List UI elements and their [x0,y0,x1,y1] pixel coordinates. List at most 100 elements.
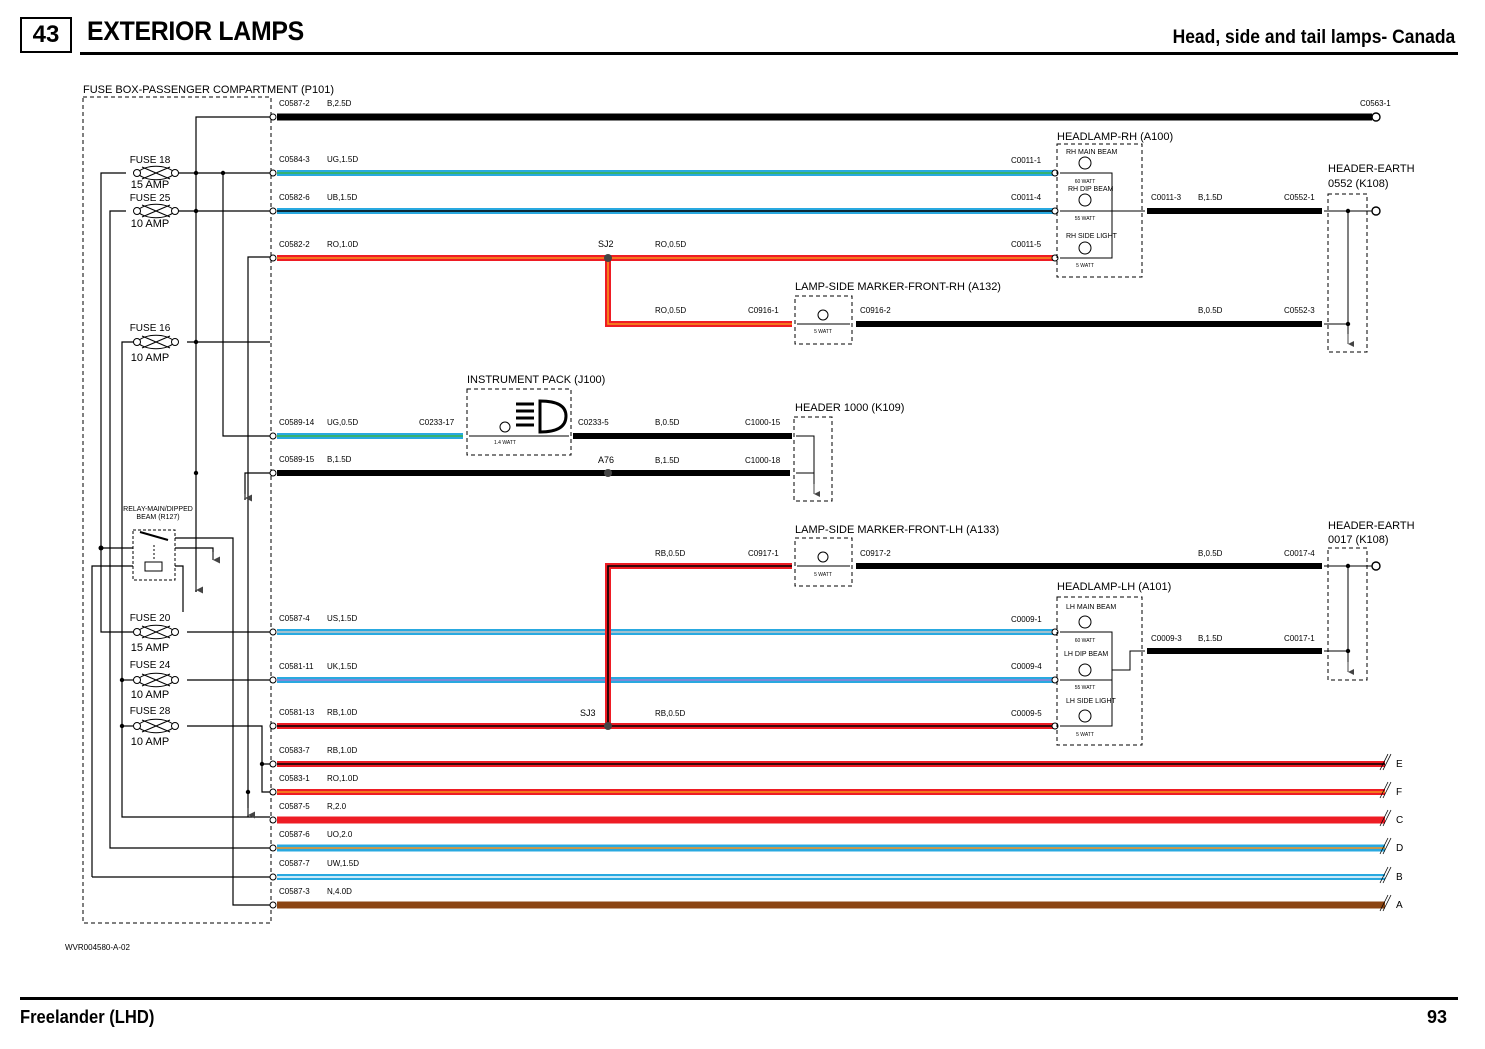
wire-spec-label: B,1.5D [327,455,352,464]
conn-c0233-17: C0233-17 [419,418,455,427]
splice-a76 [604,469,612,477]
wire-connector-label: C0589-14 [279,418,315,427]
fuse-box-label: FUSE BOX-PASSENGER COMPARTMENT (P101) [83,84,334,96]
wire-destination-label: F [1396,787,1402,798]
wire-c0587-5: C0587-5 R,2.0C [269,802,1403,827]
marker-lh-watt: 5 WATT [814,572,832,578]
section-number: 43 [20,17,72,53]
earth-0017-label-a: HEADER-EARTH [1328,520,1415,532]
wire-c0587-4: C0587-4 US,1.5D [269,614,1059,636]
header-1000: HEADER 1000 (K109) [793,402,904,502]
rh-main-watt: 60 WATT [1075,179,1096,185]
wire-spec-label: US,1.5D [327,614,357,623]
wire-c0589-14: C0589-14 UG,0.5D [269,418,463,440]
wire-label-b15-a76: B,1.5D [655,456,680,465]
conn-c0011-3: C0011-3 [1151,193,1182,202]
fuse-6: FUSE 28 10 AMP [130,706,179,748]
fuse-rating: 10 AMP [131,736,170,748]
page-number: 93 [1426,1007,1447,1027]
fuse-name: FUSE 18 [130,155,171,166]
fuse-1: FUSE 18 15 AMP [130,155,179,191]
fuse-rating: 10 AMP [131,689,170,701]
fuse-rating: 15 AMP [131,642,170,654]
wire-connector-label: C0587-5 [279,802,310,811]
conn-c0011-1: C0011-1 [1011,156,1042,165]
instrument-watt: 1.4 WATT [494,440,516,446]
splice-label-sj3: SJ3 [580,708,596,718]
lh-side-light-label: LH SIDE LIGHT [1066,698,1117,705]
wire-label-ro05-sj2: RO,0.5D [655,240,686,249]
wire-spec-label: UG,0.5D [327,418,358,427]
side-marker-rh: LAMP-SIDE MARKER-FRONT-RH (A132) 5 WATT [794,281,1001,345]
fuse-rating: 15 AMP [131,179,170,191]
wire-spec-label: UO,2.0 [327,830,353,839]
conn-c0917-1: C0917-1 [748,549,779,558]
wire-label-b15-lh-earth: B,1.5D [1198,634,1223,643]
wire-connector-label: C0581-11 [279,662,314,671]
wire-label-b15-rh-earth: B,1.5D [1198,193,1223,202]
wire-connector-label: C0583-7 [279,746,310,755]
wire-connector-label: C0589-15 [279,455,315,464]
fuse-name: FUSE 25 [130,193,171,204]
fuse-box-internal-wiring [91,116,270,906]
wire-connector-label: C0583-1 [279,774,310,783]
wire-spec-label: RO,1.0D [327,240,358,249]
relay-main-dipped-beam: RELAY-MAIN/DIPPED BEAM (R127) [123,506,193,581]
relay-label-a: RELAY-MAIN/DIPPED [123,506,193,513]
routed-wire-labels: RO,0.5D RO,0.5D B,0.5D B,0.5D B,1.5D B,1… [655,193,1223,718]
marker-lh-label: LAMP-SIDE MARKER-FRONT-LH (A133) [795,524,999,536]
header-1000-label: HEADER 1000 (K109) [795,402,904,414]
conn-c0917-2: C0917-2 [860,549,891,558]
rh-side-light-label: RH SIDE LIGHT [1066,233,1118,240]
wire-label-b05-rh-marker: B,0.5D [1198,306,1223,315]
conn-c0011-4: C0011-4 [1011,193,1042,202]
wire-label-b05-lh-marker: B,0.5D [1198,549,1223,558]
footer-rule [20,997,1458,1000]
wire-label-ro05-marker: RO,0.5D [655,306,686,315]
wire-spec-label: UG,1.5D [327,155,358,164]
fuse-box-outline [82,96,272,924]
earth-terminal-c0563 [1371,112,1381,122]
conn-c0009-4: C0009-4 [1011,662,1042,671]
wire-destination-label: C [1396,815,1403,826]
conn-c0916-1: C0916-1 [748,306,779,315]
wire-label-b05-instrument: B,0.5D [655,418,680,427]
splice-label-a76: A76 [598,455,614,465]
conn-c1000-15: C1000-15 [745,418,781,427]
splice-sj2 [604,254,612,262]
routed-wiring [573,208,1322,726]
page-subtitle: Head, side and tail lamps- Canada [1172,27,1455,48]
marker-rh-label: LAMP-SIDE MARKER-FRONT-RH (A132) [795,281,1001,293]
wire-spec-label: N,4.0D [327,887,352,896]
conn-c0916-2: C0916-2 [860,306,891,315]
header-earth-0552: HEADER-EARTH 0552 (K108) [1324,163,1415,353]
header-earth-0017: HEADER-EARTH 0017 (K108) [1324,520,1415,681]
wire-connector-label: C0587-7 [279,859,310,868]
lh-dip-watt: 55 WATT [1075,685,1096,691]
fuse-name: FUSE 20 [130,613,171,624]
drawing-code: WVR004580-A-02 [65,943,130,952]
lh-main-watt: 60 WATT [1075,638,1096,644]
conn-c0011-5: C0011-5 [1011,240,1042,249]
header-rule [80,52,1458,55]
side-marker-lh: LAMP-SIDE MARKER-FRONT-LH (A133) 5 WATT [794,524,999,587]
wire-label-rb05-marker: RB,0.5D [655,549,685,558]
fuse-4: FUSE 20 15 AMP [130,613,179,654]
wire-spec-label: R,2.0 [327,802,347,811]
wire-spec-label: UB,1.5D [327,193,357,202]
wire-connector-label: C0587-4 [279,614,310,623]
fuse-name: FUSE 28 [130,706,171,717]
wire-connector-label: C0587-6 [279,830,310,839]
conn-c0552-3: C0552-3 [1284,306,1315,315]
conn-c0009-3: C0009-3 [1151,634,1182,643]
wire-spec-label: B,2.5D [327,99,352,108]
